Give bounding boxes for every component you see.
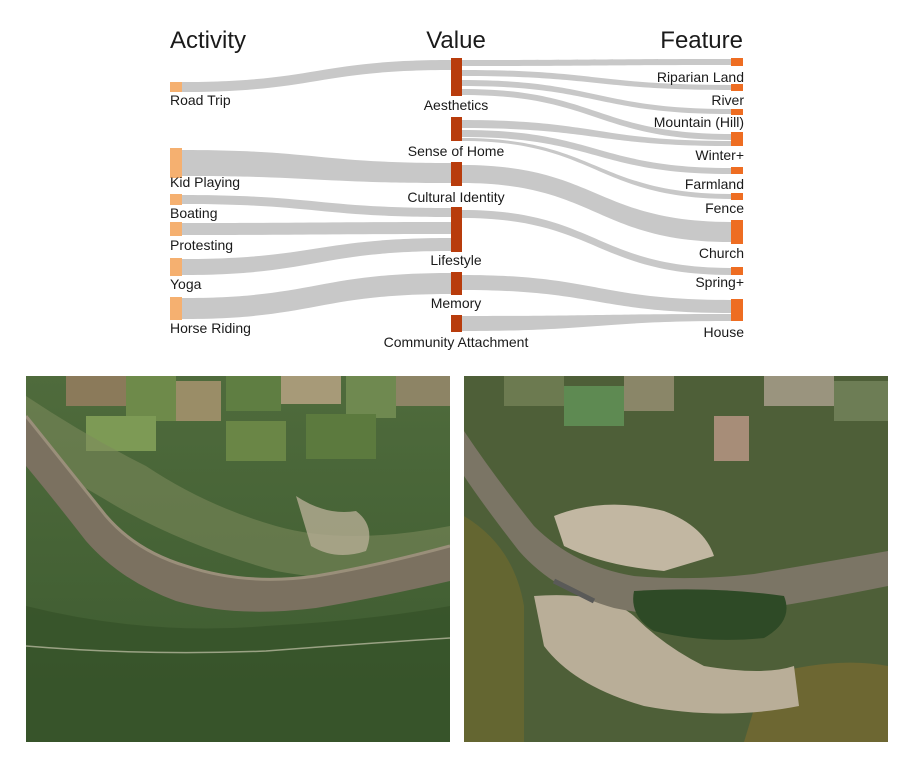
column-title-activity: Activity [170, 27, 246, 54]
value-label-sense-of-home: Sense of Home [408, 143, 505, 159]
sankey-link [182, 273, 451, 319]
feature-label-riparian-land: Riparian Land [657, 69, 744, 85]
sankey-link [462, 165, 731, 242]
feature-node-house [731, 299, 743, 321]
sankey-link [182, 238, 451, 275]
activity-label-horse-riding: Horse Riding [170, 320, 251, 336]
value-label-aesthetics: Aesthetics [424, 97, 489, 113]
sankey-link [462, 275, 731, 313]
sankey-link [462, 130, 731, 174]
value-label-memory: Memory [431, 295, 482, 311]
activity-node-horse-riding [170, 297, 182, 320]
feature-node-mountain-hill [731, 109, 743, 115]
satellite-image-after [464, 376, 888, 742]
satellite-map-icon [26, 376, 450, 742]
sankey-link [462, 314, 731, 331]
column-title-value: Value [426, 27, 486, 54]
value-node-memory [451, 272, 462, 295]
activity-node-boating [170, 194, 182, 205]
feature-node-winter [731, 132, 743, 146]
activity-node-kid-playing [170, 148, 182, 178]
sankey-link [462, 210, 731, 275]
feature-label-farmland: Farmland [685, 176, 744, 192]
column-title-feature: Feature [660, 27, 743, 54]
activity-node-protesting [170, 222, 182, 236]
value-node-cultural-identity [451, 162, 462, 186]
activity-label-protesting: Protesting [170, 237, 233, 253]
feature-label-winter: Winter+ [695, 147, 744, 163]
activity-label-yoga: Yoga [170, 276, 202, 292]
value-label-cultural-identity: Cultural Identity [407, 189, 504, 205]
activity-label-boating: Boating [170, 205, 217, 221]
value-node-lifestyle [451, 207, 462, 252]
sankey-link [462, 59, 731, 66]
satellite-map-icon [464, 376, 888, 742]
feature-node-river [731, 84, 743, 91]
feature-label-spring: Spring+ [695, 274, 744, 290]
sankey-diagram: Activity Value Feature Road Trip Kid Pla… [170, 27, 745, 350]
activity-label-road-trip: Road Trip [170, 92, 231, 108]
activity-node-road-trip [170, 82, 182, 92]
sankey-link [462, 80, 731, 114]
feature-node-spring [731, 267, 743, 275]
sankey-link [182, 222, 451, 235]
sankey-link [462, 70, 731, 90]
value-label-lifestyle: Lifestyle [430, 252, 482, 268]
feature-node-riparian-land [731, 58, 743, 66]
sankey-link [462, 120, 731, 146]
feature-label-river: River [711, 92, 744, 108]
feature-node-church [731, 220, 743, 244]
value-node-aesthetics [451, 58, 462, 96]
sankey-links [182, 59, 731, 331]
feature-label-house: House [704, 324, 745, 340]
sankey-link [182, 150, 451, 183]
sankey-link [182, 195, 451, 217]
satellite-image-before [26, 376, 450, 742]
activity-label-kid-playing: Kid Playing [170, 174, 240, 190]
sankey-link [462, 138, 731, 199]
value-node-sense-of-home [451, 117, 462, 141]
activity-node-yoga [170, 258, 182, 276]
sankey-nodes [170, 58, 743, 332]
value-label-community-attachment: Community Attachment [384, 334, 529, 350]
feature-node-fence [731, 193, 743, 200]
feature-label-mountain-hill: Mountain (Hill) [654, 114, 744, 130]
sankey-link [182, 60, 451, 92]
sankey-link [462, 89, 731, 140]
feature-label-church: Church [699, 245, 744, 261]
feature-label-fence: Fence [705, 200, 744, 216]
feature-node-farmland [731, 167, 743, 174]
value-node-community-attachment [451, 315, 462, 332]
